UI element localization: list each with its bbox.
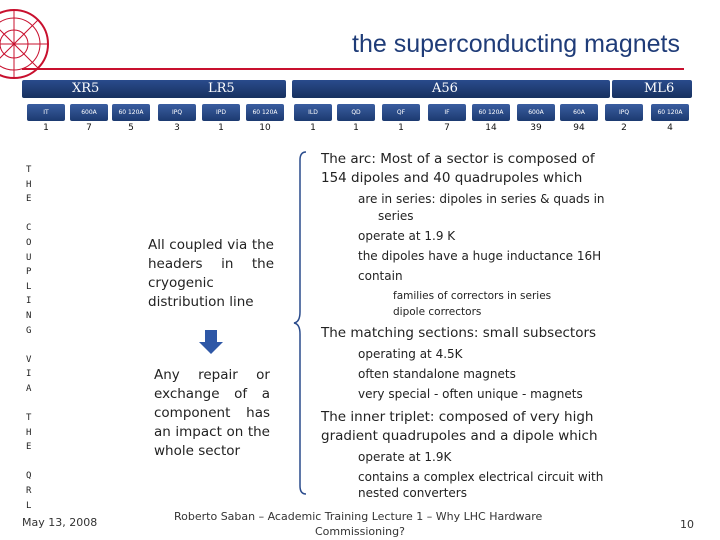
arc-line-5: operate at 1.9 K (358, 229, 456, 243)
vertical-letter: I (26, 296, 32, 307)
vertical-letter: E (26, 194, 32, 205)
sector-label-ml6: ML6 (644, 81, 675, 96)
brace-icon (293, 151, 307, 495)
footer-date: May 13, 2008 (22, 516, 98, 529)
magnet-count: 1 (353, 123, 359, 133)
page-title: the superconducting magnets (352, 30, 680, 58)
magnet-count: 1 (43, 123, 49, 133)
magnet-count: 10 (259, 123, 271, 133)
magnet-count: 4 (667, 123, 673, 133)
footer-credit-line-1: Roberto Saban – Academic Training Lectur… (174, 510, 543, 523)
vertical-letter: R (26, 486, 32, 497)
inner-line-4: contains a complex electrical circuit wi… (358, 470, 604, 484)
vertical-gap (26, 207, 36, 222)
vertical-letter: N (26, 310, 32, 321)
magnet-count: 14 (485, 123, 497, 133)
matching-line-3: often standalone magnets (358, 367, 516, 381)
magnet-count: 7 (444, 123, 450, 133)
inner-line-1: The inner triplet: composed of very high (321, 409, 594, 425)
magnet-cell: IPQ (605, 104, 643, 121)
inner-line-3: operate at 1.9K (358, 450, 452, 464)
repair-note: Any repair or exchange of a component ha… (154, 367, 270, 459)
arc-line-7: contain (358, 269, 403, 283)
vertical-letter: U (26, 252, 32, 263)
arc-line-1: The arc: Most of a sector is composed of (321, 151, 595, 167)
vertical-letter: E (26, 442, 32, 453)
magnet-count: 2 (621, 123, 627, 133)
down-arrow-icon (199, 330, 223, 354)
vertical-letter: Q (26, 471, 32, 482)
magnet-cell: 600A (70, 104, 108, 121)
magnet-count: 39 (530, 123, 542, 133)
coupling-note: All coupled via the headers in the cryog… (148, 237, 274, 310)
inner-line-5: nested converters (358, 486, 467, 500)
arc-line-8: families of correctors in series (393, 290, 552, 302)
logo-icon (0, 0, 56, 80)
magnet-count: 94 (573, 123, 585, 133)
matching-line-4: very special - often unique - magnets (358, 387, 583, 401)
sector-label-a56: A56 (432, 81, 458, 96)
magnet-cell: 60 120A (112, 104, 150, 121)
arc-line-9: dipole correctors (393, 306, 482, 318)
magnet-count: 3 (174, 123, 180, 133)
vertical-letter: H (26, 179, 32, 190)
magnet-cell: 60A (560, 104, 598, 121)
magnet-cell: IF (428, 104, 466, 121)
inner-line-2: gradient quadrupoles and a dipole which (321, 428, 598, 444)
vertical-letter: A (26, 383, 32, 394)
magnet-cell: 60 120A (651, 104, 689, 121)
magnet-cell: IT (27, 104, 65, 121)
magnet-count: 7 (86, 123, 92, 133)
vertical-letter: C (26, 223, 32, 234)
vertical-letter: I (26, 369, 32, 380)
vertical-letter: T (26, 165, 32, 175)
magnet-cell: 60 120A (472, 104, 510, 121)
vertical-letter: P (26, 267, 32, 278)
magnet-cell: QF (382, 104, 420, 121)
magnet-count: 1 (218, 123, 224, 133)
footer-credit-line-2: Commissioning? (315, 525, 405, 538)
page-number: 10 (680, 518, 694, 531)
arc-line-2: 154 dipoles and 40 quadrupoles which (321, 170, 583, 186)
vertical-gap (26, 397, 36, 412)
vertical-letter: L (26, 281, 32, 292)
magnet-cell: ILD (294, 104, 332, 121)
sector-bar-left: XR5 LR5 (22, 80, 286, 98)
sector-bar-mid: A56 (292, 80, 610, 98)
matching-line-2: operating at 4.5K (358, 347, 463, 361)
title-divider (22, 68, 684, 70)
vertical-letter: T (26, 413, 32, 424)
sector-label-lr5: LR5 (208, 81, 235, 96)
vertical-letter: L (26, 500, 32, 511)
magnet-cell: IPQ (158, 104, 196, 121)
vertical-letter: O (26, 237, 32, 248)
magnet-cell: 60 120A (246, 104, 284, 121)
magnet-count: 5 (128, 123, 134, 133)
magnet-cell: IPD (202, 104, 240, 121)
magnet-count: 1 (310, 123, 316, 133)
sector-label-xr5: XR5 (72, 81, 100, 96)
magnet-cell: 600A (517, 104, 555, 121)
vertical-letter: H (26, 427, 32, 438)
vertical-gap (26, 338, 36, 353)
sector-bar-right: ML6 (612, 80, 692, 98)
vertical-gap (26, 455, 36, 470)
arc-line-6: the dipoles have a huge inductance 16H (358, 249, 602, 263)
vertical-label: T H E C O U P L I N G V I A T H E Q R L (26, 163, 36, 513)
magnet-count: 1 (398, 123, 404, 133)
vertical-letter: G (26, 325, 32, 336)
arc-line-4: series (378, 209, 414, 223)
magnet-cell: QD (337, 104, 375, 121)
matching-line-1: The matching sections: small subsectors (321, 325, 597, 341)
arc-line-3: are in series: dipoles in series & quads… (358, 192, 605, 206)
vertical-letter: V (26, 354, 32, 365)
